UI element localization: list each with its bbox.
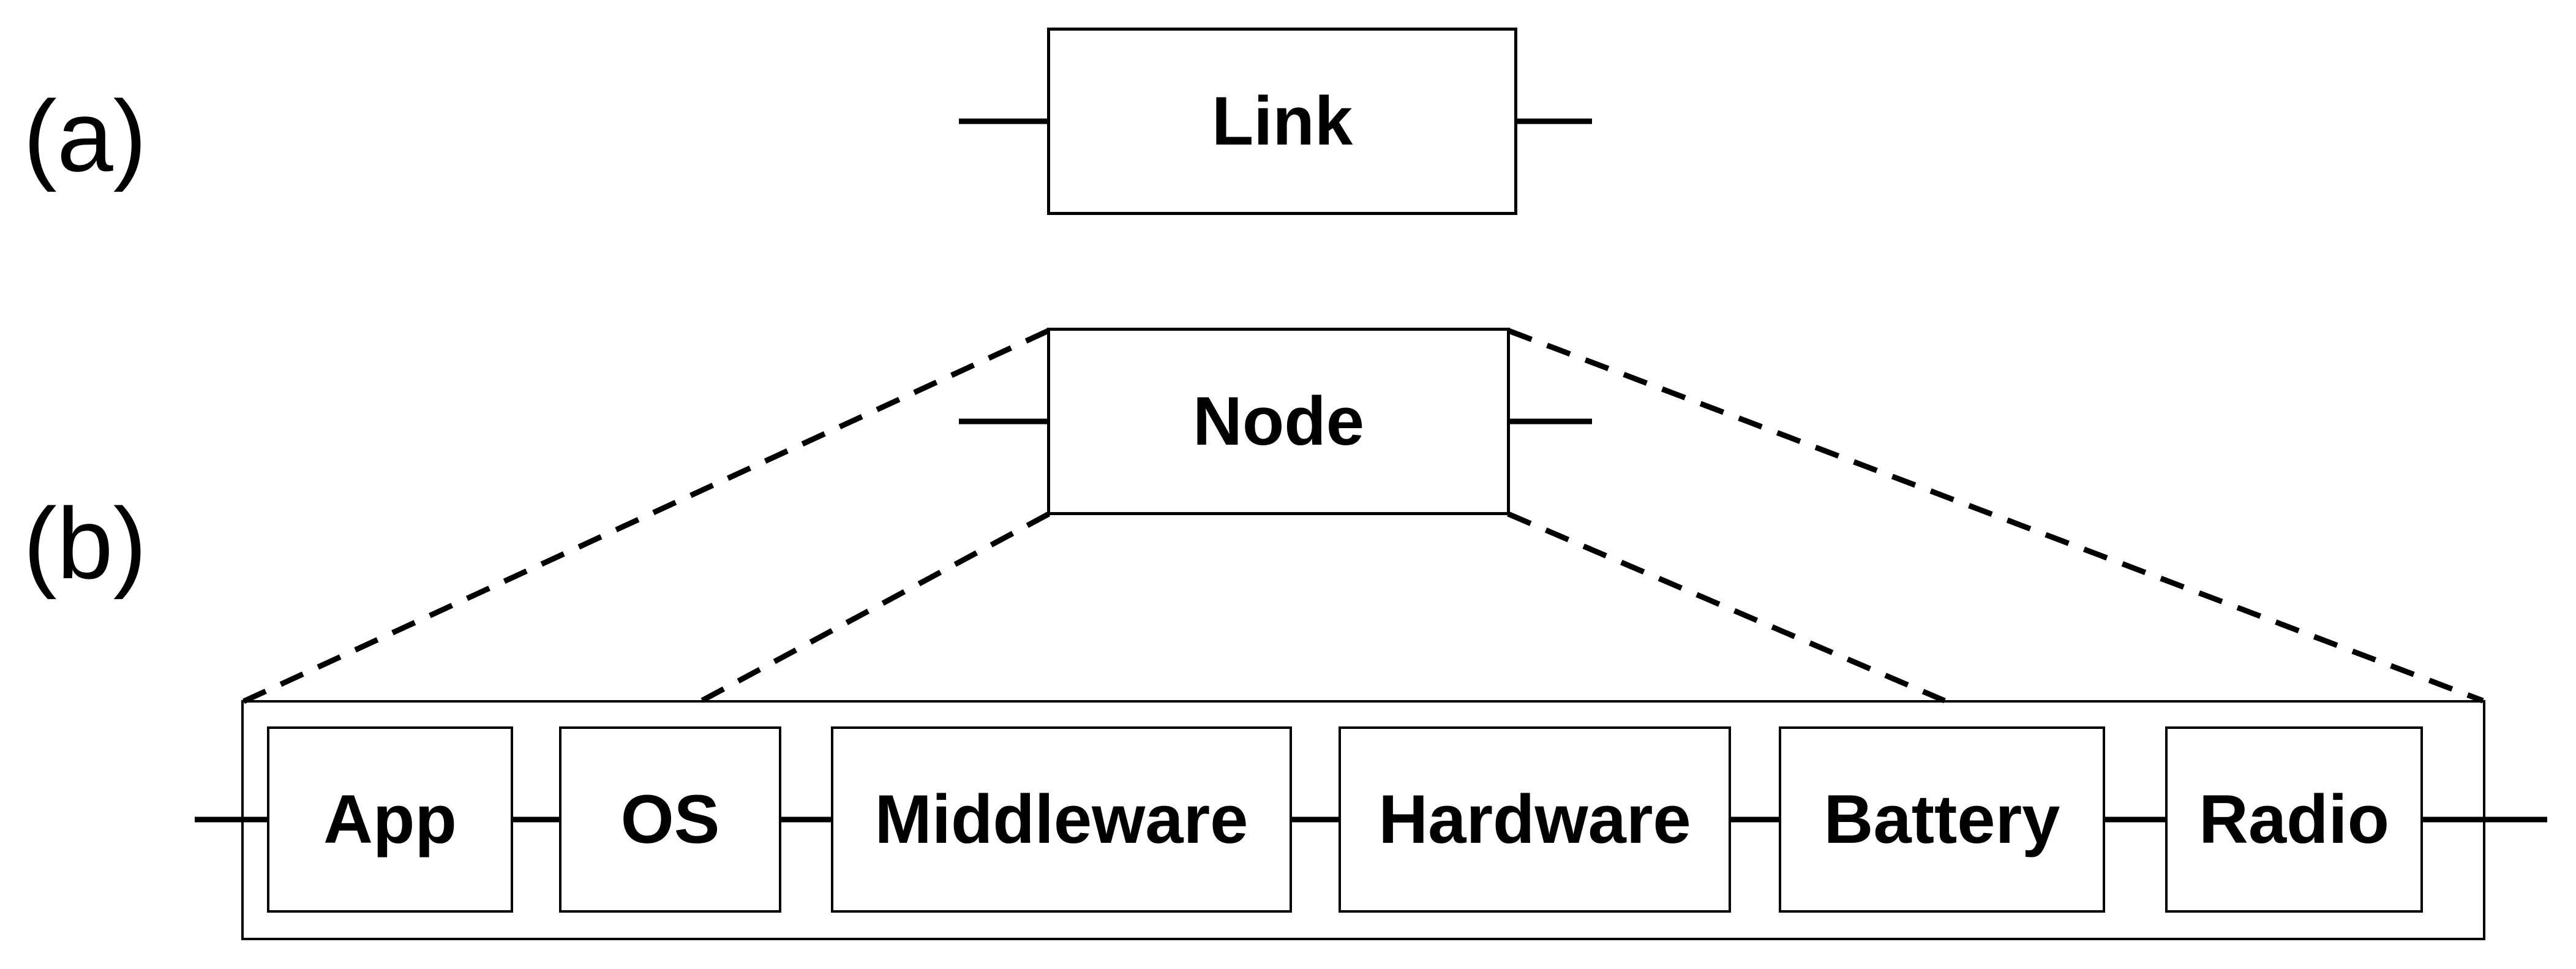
component-label-radio: Radio: [2198, 781, 2390, 858]
link-box: Link: [1047, 28, 1517, 215]
component-box-battery: Battery: [1779, 726, 2105, 913]
expansion-dashed-line-top-right: [1508, 328, 2484, 704]
node-internals-container: [241, 700, 2485, 940]
link-box-label: Link: [1211, 83, 1353, 159]
expansion-dashed-line-bottom-left: [700, 511, 1051, 703]
component-box-os: OS: [559, 726, 781, 913]
component-box-app: App: [267, 726, 513, 913]
panel-a-label: (a): [23, 80, 147, 192]
component-label-hardware: Hardware: [1378, 781, 1691, 858]
node-box: Node: [1047, 328, 1510, 515]
node-box-label: Node: [1193, 383, 1364, 459]
component-label-battery: Battery: [1823, 781, 2060, 858]
component-label-middleware: Middleware: [874, 781, 1249, 858]
expansion-dashed-line-bottom-right: [1507, 511, 1946, 704]
component-label-os: OS: [620, 781, 720, 858]
component-box-radio: Radio: [2165, 726, 2423, 913]
expansion-dashed-line-top-left: [242, 328, 1050, 704]
component-box-hardware: Hardware: [1339, 726, 1731, 913]
panel-b-label: (b): [23, 487, 147, 600]
component-label-app: App: [323, 781, 457, 858]
component-box-middleware: Middleware: [831, 726, 1292, 913]
